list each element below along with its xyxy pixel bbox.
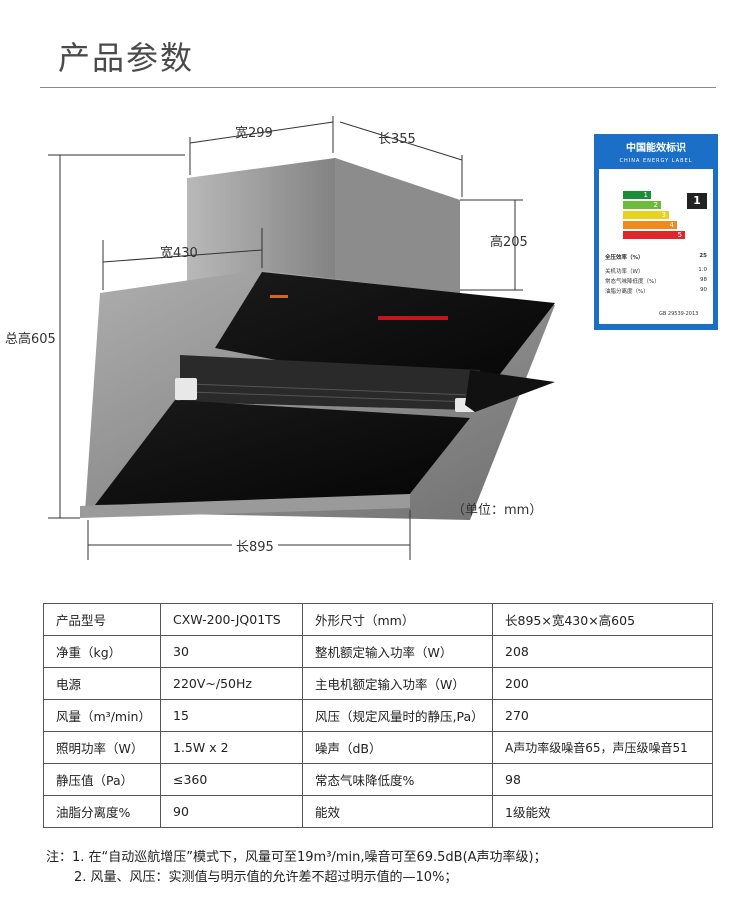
- spec-value: 15: [160, 699, 303, 732]
- energy-level-3: 3: [623, 211, 669, 219]
- dim-length-bottom: 长895: [232, 536, 278, 555]
- spec-key: 电源: [43, 667, 161, 700]
- energy-row: 常态气味降低度（%） 98: [605, 277, 707, 285]
- spec-key: 能效: [302, 795, 493, 828]
- spec-key: 风压（规定风量时的静压,Pa）: [302, 699, 493, 732]
- energy-level-1: 1: [623, 191, 651, 199]
- spec-key: 常态气味降低度%: [302, 763, 493, 796]
- page-title: 产品参数: [58, 39, 195, 77]
- energy-row-key: 常态气味降低度（%）: [605, 279, 660, 285]
- table-row: 电源 220V~/50Hz 主电机额定输入功率（W） 200: [43, 667, 713, 700]
- spec-key: 净重（kg）: [43, 635, 161, 668]
- dim-height-top: 高205: [490, 235, 528, 250]
- energy-row: 全压效率（%） 25: [605, 253, 707, 261]
- spec-key: 风量（m³/min）: [43, 699, 161, 732]
- spec-value: 1级能效: [492, 795, 713, 828]
- note-line-1: 注：1. 在“自动巡航增压”模式下，风量可至19m³/min,噪音可至69.5d…: [46, 850, 547, 865]
- spec-key: 主电机额定输入功率（W）: [302, 667, 493, 700]
- energy-label-subtitle: CHINA ENERGY LABEL: [619, 158, 693, 164]
- dim-length-top: 长355: [378, 132, 416, 147]
- spec-value: CXW-200-JQ01TS: [160, 603, 303, 636]
- energy-row-value: 25: [699, 253, 707, 259]
- spec-key: 整机额定输入功率（W）: [302, 635, 493, 668]
- spec-value: 98: [492, 763, 713, 796]
- energy-row-key: 全压效率（%）: [605, 255, 644, 261]
- spec-key: 静压值（Pa）: [43, 763, 161, 796]
- table-row: 风量（m³/min） 15 风压（规定风量时的静压,Pa） 270: [43, 699, 713, 732]
- note-line-2: 2. 风量、风压：实测值与明示值的允许差不超过明示值的—10%；: [74, 870, 458, 885]
- dim-width-top: 宽299: [235, 126, 273, 141]
- spec-key: 照明功率（W）: [43, 731, 161, 764]
- energy-row-value: 90: [700, 287, 707, 293]
- energy-row-key: 关机功率（W）: [605, 269, 644, 275]
- spec-value: 30: [160, 635, 303, 668]
- energy-row-value: 1.0: [698, 267, 707, 273]
- spec-value: 220V~/50Hz: [160, 667, 303, 700]
- table-row: 产品型号 CXW-200-JQ01TS 外形尺寸（mm） 长895×宽430×高…: [43, 603, 713, 636]
- table-row: 照明功率（W） 1.5W x 2 噪声（dB） A声功率级噪音65，声压级噪音5…: [43, 731, 713, 764]
- energy-label: 中国能效标识 CHINA ENERGY LABEL 1 2 3 4 5 1 全压…: [594, 134, 718, 330]
- spec-table: 产品型号 CXW-200-JQ01TS 外形尺寸（mm） 长895×宽430×高…: [43, 603, 713, 828]
- energy-standard: GB 29539-2013: [659, 311, 699, 317]
- spec-value: 1.5W x 2: [160, 731, 303, 764]
- spec-value: A声功率级噪音65，声压级噪音51: [492, 731, 713, 764]
- unit-note: （单位：mm）: [452, 503, 543, 518]
- energy-label-header: 中国能效标识 CHINA ENERGY LABEL: [599, 141, 713, 169]
- table-row: 静压值（Pa） ≤360 常态气味降低度% 98: [43, 763, 713, 796]
- spec-value: 208: [492, 635, 713, 668]
- spec-value: 270: [492, 699, 713, 732]
- energy-label-title: 中国能效标识: [626, 143, 686, 154]
- energy-row: 油脂分离度（%） 90: [605, 287, 707, 295]
- spec-value: 90: [160, 795, 303, 828]
- spec-value: 200: [492, 667, 713, 700]
- energy-row-key: 油脂分离度（%）: [605, 289, 649, 295]
- range-hood-illustration: [48, 116, 555, 560]
- table-row: 净重（kg） 30 整机额定输入功率（W） 208: [43, 635, 713, 668]
- energy-row-value: 98: [700, 277, 707, 283]
- dim-width-body: 宽430: [160, 246, 198, 261]
- energy-level-4: 4: [623, 221, 677, 229]
- dim-total-height: 总高605: [5, 332, 56, 347]
- spec-value: ≤360: [160, 763, 303, 796]
- spec-value: 长895×宽430×高605: [492, 603, 713, 636]
- spec-key: 外形尺寸（mm）: [302, 603, 493, 636]
- spec-key: 产品型号: [43, 603, 161, 636]
- notes: 注：1. 在“自动巡航增压”模式下，风量可至19m³/min,噪音可至69.5d…: [46, 848, 547, 888]
- spec-key: 噪声（dB）: [302, 731, 493, 764]
- table-row: 油脂分离度% 90 能效 1级能效: [43, 795, 713, 828]
- energy-level-5: 5: [623, 231, 685, 239]
- spec-key: 油脂分离度%: [43, 795, 161, 828]
- energy-grade-badge: 1: [687, 193, 707, 209]
- title-divider: [40, 87, 716, 88]
- energy-level-2: 2: [623, 201, 661, 209]
- energy-row: 关机功率（W） 1.0: [605, 267, 707, 275]
